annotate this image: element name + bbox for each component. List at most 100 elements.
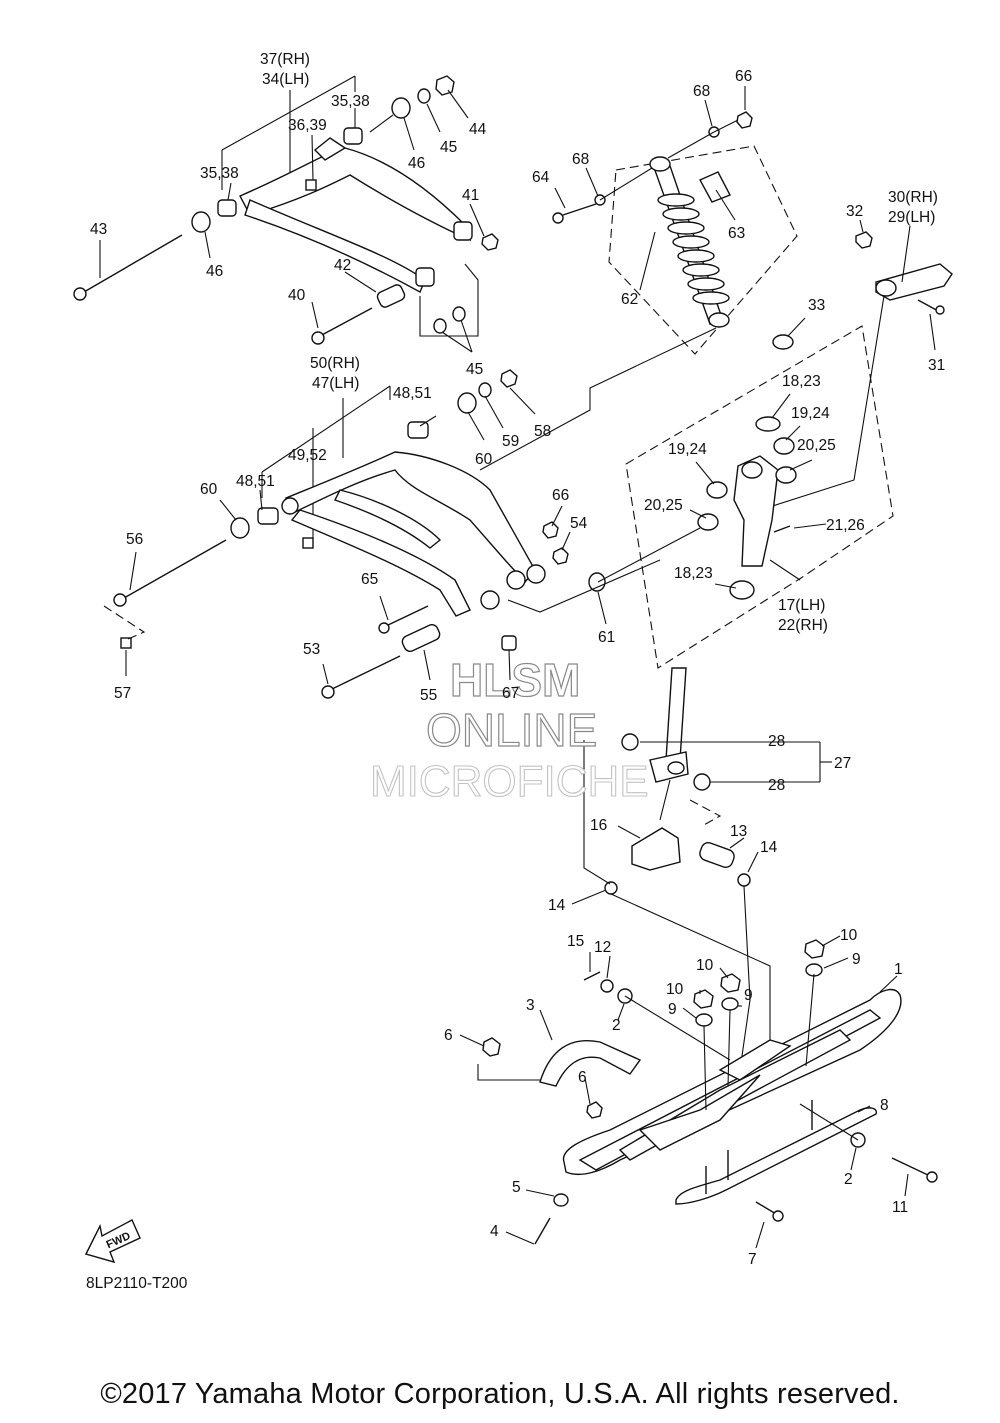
washer-60-b <box>230 517 250 539</box>
callout-14-b: 14 <box>548 897 566 914</box>
shock-spring <box>657 193 730 305</box>
callout-3: 3 <box>526 997 535 1014</box>
upper-arm-group <box>73 75 499 353</box>
callout-8: 8 <box>880 1097 889 1114</box>
callout-14-a: 14 <box>760 839 778 856</box>
shock-cover-63 <box>699 171 731 203</box>
callout-46-a: 46 <box>408 155 425 172</box>
callout-6-a: 6 <box>444 1027 453 1044</box>
callout-31: 31 <box>928 357 945 374</box>
callout-10-b: 10 <box>696 957 714 974</box>
bolt-65 <box>385 605 429 627</box>
callout-19-24-a: 19,24 <box>791 405 830 422</box>
callout-41: 41 <box>462 187 479 204</box>
nut-32 <box>855 231 873 249</box>
callout-1: 1 <box>894 961 903 978</box>
callout-48-51-a: 48,51 <box>393 385 432 402</box>
callout-54: 54 <box>570 515 588 532</box>
callout-60-a: 60 <box>475 451 493 468</box>
callout-64: 64 <box>532 169 550 186</box>
washer-46-a <box>391 97 411 119</box>
bolt-53 <box>329 655 401 691</box>
callout-5: 5 <box>512 1179 521 1196</box>
nut-66-b <box>542 521 559 539</box>
bushing-28-a <box>621 733 639 751</box>
callout-19-24-b: 19,24 <box>668 441 707 458</box>
callout-20-25-b: 20,25 <box>644 497 683 514</box>
callout-58: 58 <box>534 423 551 440</box>
watermark-line-3: MICROFICHE <box>370 757 649 806</box>
washer-5 <box>553 1193 569 1207</box>
washer-61 <box>588 572 606 592</box>
upper-a-arm <box>239 147 472 242</box>
ski-runner-8 <box>675 1107 877 1205</box>
pin-15 <box>583 971 601 981</box>
nut-58 <box>500 369 518 388</box>
callout-44: 44 <box>469 121 487 138</box>
callout-57: 57 <box>114 685 131 702</box>
callout-45-a: 45 <box>440 139 457 156</box>
callout-29-lh: 29(LH) <box>888 209 935 226</box>
ski-group <box>459 935 938 1249</box>
bolt-40 <box>319 307 373 337</box>
washer-9-c <box>695 1013 713 1027</box>
callout-16: 16 <box>590 817 607 834</box>
washer-45-a <box>417 88 431 104</box>
callout-28-b: 28 <box>768 777 785 794</box>
handle-3 <box>539 1040 642 1087</box>
callout-40: 40 <box>288 287 306 304</box>
callout-32: 32 <box>846 203 863 220</box>
callout-65: 65 <box>361 571 378 588</box>
callout-4: 4 <box>490 1223 499 1240</box>
callout-42: 42 <box>334 257 351 274</box>
nut-6-b <box>586 1101 603 1119</box>
callout-6-b: 6 <box>578 1069 587 1086</box>
callout-22-rh: 22(RH) <box>778 617 828 634</box>
washer-14-a <box>604 881 618 895</box>
callout-37-rh: 37(RH) <box>260 51 310 68</box>
bushing-12 <box>600 979 614 993</box>
callout-66-a: 66 <box>735 68 752 85</box>
callout-36-39: 36,39 <box>288 117 327 134</box>
callout-46-b: 46 <box>206 263 223 280</box>
callout-10-a: 10 <box>840 927 858 944</box>
callout-30-rh: 30(RH) <box>888 189 938 206</box>
washer-60-a <box>457 392 477 414</box>
callout-62: 62 <box>621 291 638 308</box>
callout-2-b: 2 <box>844 1171 853 1188</box>
callout-10-c: 10 <box>666 981 684 998</box>
shock-absorber-group <box>479 86 798 471</box>
callout-35-38-a: 35,38 <box>331 93 370 110</box>
bushing-35-38-rear <box>343 127 363 145</box>
callout-48-51-b: 48,51 <box>236 473 275 490</box>
callout-20-25-a: 20,25 <box>797 437 836 454</box>
callout-60-b: 60 <box>200 481 218 498</box>
callout-68-a: 68 <box>572 151 589 168</box>
steering-arm-group <box>759 219 953 511</box>
callout-50-rh: 50(RH) <box>310 355 360 372</box>
pin-67 <box>501 635 517 651</box>
nut-10-a <box>804 939 825 959</box>
callout-11: 11 <box>892 1199 908 1216</box>
nut-10-b <box>720 973 741 993</box>
rubber-damper-16 <box>631 827 681 871</box>
callout-15: 15 <box>567 933 584 950</box>
nut-41 <box>481 233 499 251</box>
collar-42 <box>376 284 406 308</box>
callout-2-a: 2 <box>612 1017 621 1034</box>
knuckle-group <box>571 667 832 1080</box>
bolt-11 <box>891 1157 931 1177</box>
callout-18-23-b: 18,23 <box>674 565 713 582</box>
nut-44 <box>435 75 455 96</box>
diagram-code: 8LP2110-T200 <box>86 1275 188 1292</box>
callout-35-38-b: 35,38 <box>200 165 239 182</box>
callout-9-b: 9 <box>744 987 753 1004</box>
washer-46-b <box>191 211 211 233</box>
callout-66-b: 66 <box>552 487 569 504</box>
callout-43: 43 <box>90 221 107 238</box>
nut-10-c <box>693 989 714 1009</box>
callout-67: 67 <box>502 685 519 702</box>
bolt-43 <box>83 234 183 293</box>
callout-18-23-a: 18,23 <box>782 373 821 390</box>
